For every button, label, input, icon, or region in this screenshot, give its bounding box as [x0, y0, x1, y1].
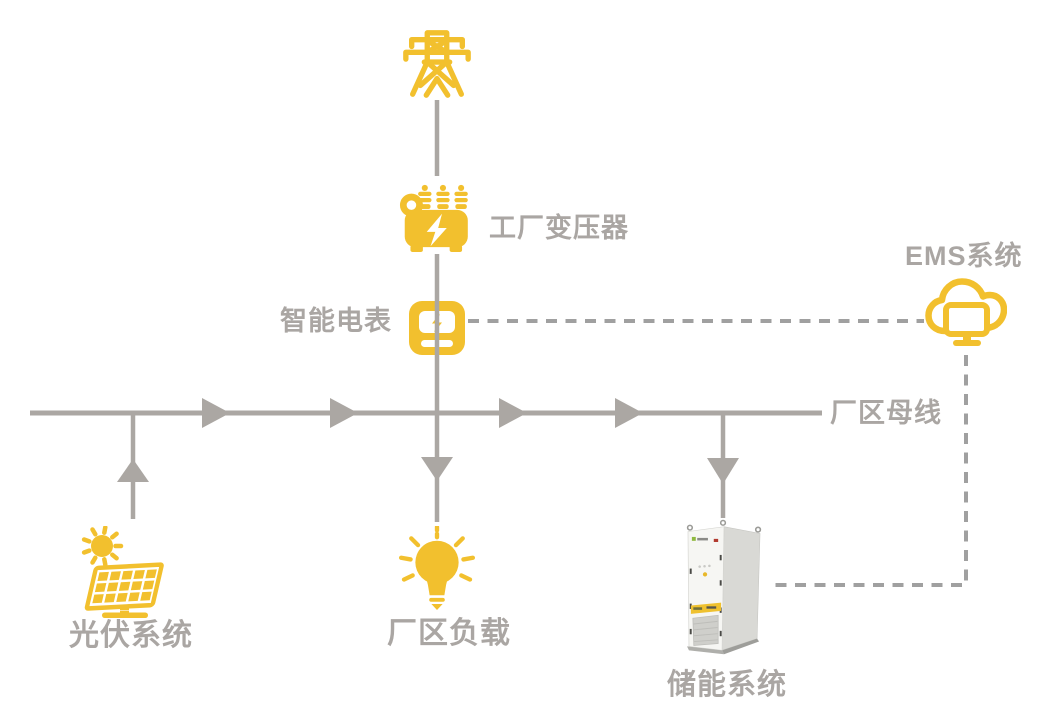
pv-system-label: 光伏系统: [69, 619, 193, 652]
load-down-arrow: [421, 457, 453, 481]
bus-flow-arrow: [202, 398, 230, 428]
ems-label: EMS系统: [905, 241, 1023, 271]
energy-storage-label: 储能系统: [667, 669, 788, 701]
pv-up-arrow: [117, 459, 149, 482]
factory-bus-label: 厂区母线: [830, 398, 942, 428]
factory-load-label: 厂区负载: [387, 617, 511, 650]
panel-stand: [102, 605, 148, 618]
bus-flow-arrow: [615, 398, 643, 428]
transformer-bushings: [418, 184, 468, 209]
cabinet-front-details: [689, 536, 722, 646]
lightning-bolt-icon: [426, 213, 447, 247]
transformer-label: 工厂变压器: [489, 213, 629, 243]
ems-to-storage-dashed-link: [768, 355, 968, 587]
panel-grid: [84, 562, 164, 611]
monitor-icon: [943, 302, 990, 337]
transmission-tower-icon: [403, 30, 471, 98]
storage-down-arrow: [707, 458, 739, 484]
cabinet-vent-grille: [692, 614, 719, 646]
sun-icon: [81, 526, 124, 567]
transformer-icon: [399, 184, 468, 252]
lifting-eyes: [686, 519, 762, 533]
battery-cabinet-image: [686, 519, 762, 655]
cloud-monitor-icon: [925, 278, 1007, 346]
cabinet-yellow-stripe: [690, 602, 722, 614]
solar-panel-icon: [81, 526, 164, 618]
smart-meter-icon: [409, 301, 465, 355]
bus-flow-arrow: [330, 398, 358, 428]
smart-meter-label: 智能电表: [280, 306, 392, 336]
light-bulb-icon: [398, 526, 476, 611]
bulb-rays: [398, 526, 476, 582]
bus-flow-arrow: [499, 398, 527, 428]
